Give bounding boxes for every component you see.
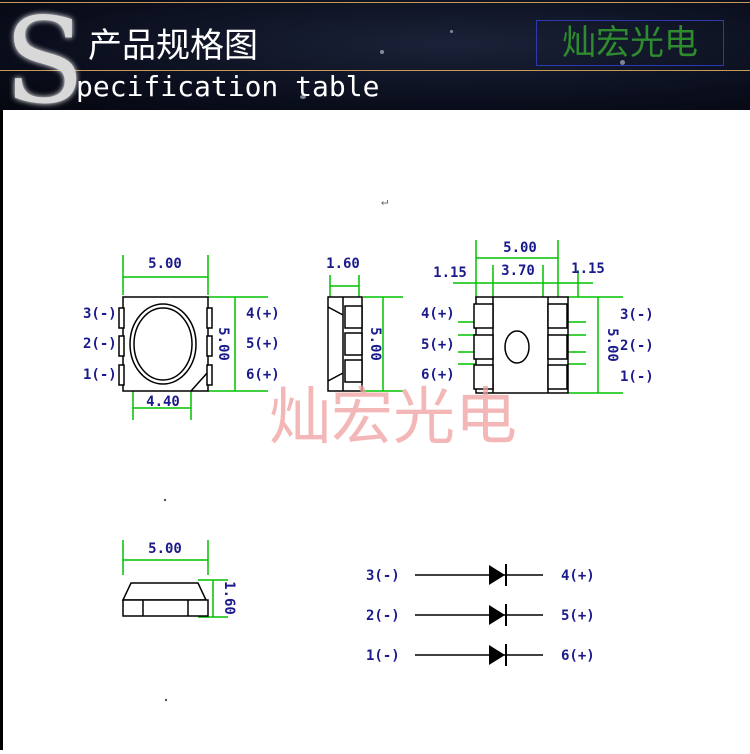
dot-mark [163, 498, 167, 502]
anode-label: 5(+) [561, 608, 595, 624]
top-width-label: 5.00 [148, 256, 182, 272]
diode-2: 2(-) 5(+) [366, 604, 595, 626]
diode-3: 1(-) 6(+) [366, 644, 595, 666]
star-decoration [450, 30, 453, 33]
dot-mark [164, 698, 168, 702]
star-decoration [380, 50, 384, 54]
profile-height-label: 1.60 [221, 581, 237, 615]
pad-left-label: 1.15 [433, 265, 467, 281]
pad-right-label: 1.15 [571, 261, 605, 277]
diode-1: 3(-) 4(+) [366, 564, 595, 586]
profile-view [121, 582, 209, 617]
lens-label: 4.40 [146, 394, 180, 410]
center-label: 3.70 [501, 263, 535, 279]
pin-label: 6(+) [246, 367, 280, 383]
pin-label: 1(-) [620, 369, 654, 385]
pin-label: 4(+) [421, 306, 455, 322]
pin-label: 2(-) [620, 338, 654, 354]
side-view [327, 296, 363, 392]
spec-drawing: 灿宏光电 5.00 4.40 5.00 3(-) 2(-) 1(-) 4(+) … [83, 194, 654, 702]
side-height-label: 5.00 [367, 327, 383, 361]
page-title: 产品规格图 [88, 26, 258, 66]
pin-label: 1(-) [83, 367, 117, 383]
profile-width-label: 5.00 [148, 541, 182, 557]
top-height-label: 5.00 [215, 327, 231, 361]
bottom-view [473, 296, 569, 394]
top-view [118, 296, 213, 392]
return-mark: ↵ [381, 194, 388, 208]
dimension-labels: 5.00 4.40 5.00 3(-) 2(-) 1(-) 4(+) 5(+) … [83, 240, 654, 615]
bottom-width-label: 5.00 [503, 240, 537, 256]
page-subtitle: pecification table [76, 70, 380, 103]
pin-label: 5(+) [246, 336, 280, 352]
star-decoration [620, 60, 625, 65]
pin-label: 4(+) [246, 306, 280, 322]
pin-label: 3(-) [83, 306, 117, 322]
cathode-label: 3(-) [366, 568, 400, 584]
pin-label: 3(-) [620, 307, 654, 323]
pin-label: 2(-) [83, 336, 117, 352]
pin-label: 5(+) [421, 337, 455, 353]
title-initial: S [4, 0, 85, 110]
star-decoration [300, 95, 306, 99]
anode-label: 4(+) [561, 568, 595, 584]
anode-label: 6(+) [561, 648, 595, 664]
cathode-label: 2(-) [366, 608, 400, 624]
diagram-area: 灿宏光电 5.00 4.40 5.00 3(-) 2(-) 1(-) 4(+) … [0, 110, 750, 750]
side-thickness-label: 1.60 [326, 256, 360, 272]
lens-inner [133, 307, 193, 381]
pin-label: 6(+) [421, 367, 455, 383]
schematic: 3(-) 4(+) 2(-) 5(+) 1(-) 6(+) [366, 564, 595, 666]
bottom-height-label: 5.00 [604, 328, 620, 362]
watermark: 灿宏光电 [269, 380, 517, 453]
diode-icon [489, 645, 505, 665]
diode-icon [489, 565, 505, 585]
header-banner: S 产品规格图 pecification table 灿宏光电 [0, 0, 750, 110]
polarity-mark [190, 371, 209, 392]
dimension-lines [122, 240, 623, 618]
header-divider [0, 70, 750, 71]
header-divider [0, 2, 750, 3]
cathode-label: 1(-) [366, 648, 400, 664]
diode-icon [489, 605, 505, 625]
brand-logo: 灿宏光电 [536, 20, 724, 66]
